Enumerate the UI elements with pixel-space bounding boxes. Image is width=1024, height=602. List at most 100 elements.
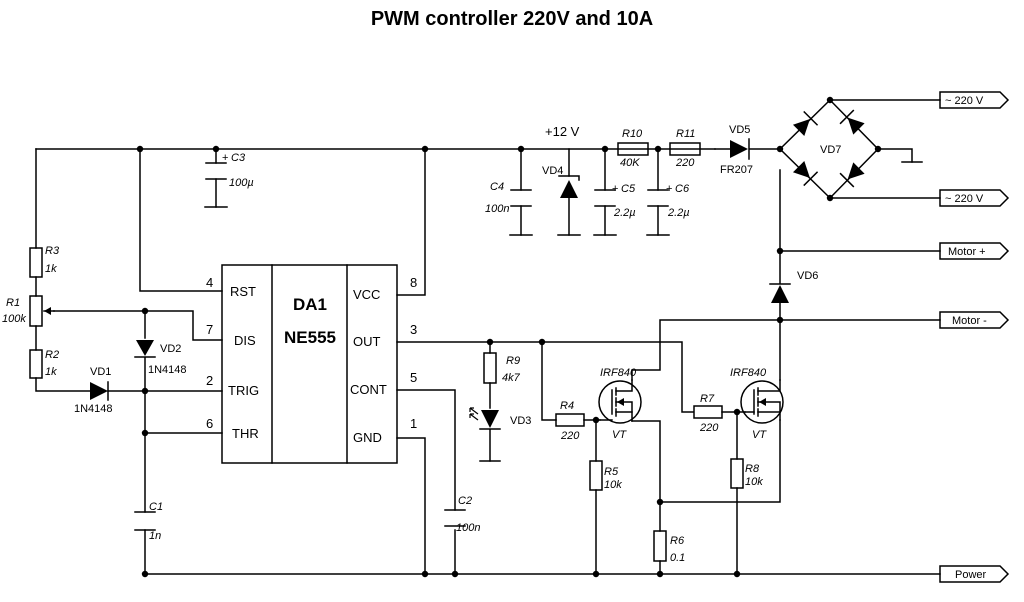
svg-text:FR207: FR207 bbox=[720, 164, 753, 176]
capacitor-c5: + C5 2.2µ bbox=[594, 183, 636, 219]
svg-text:VD4: VD4 bbox=[542, 165, 563, 177]
svg-text:10k: 10k bbox=[604, 479, 622, 491]
svg-text:220: 220 bbox=[699, 422, 719, 434]
pin-name-out: OUT bbox=[353, 334, 381, 349]
pin-num-5: 5 bbox=[410, 370, 417, 385]
capacitor-c2: C2 100n bbox=[444, 495, 480, 534]
capacitor-c1: C1 1n bbox=[134, 501, 163, 542]
svg-text:~ 220 V: ~ 220 V bbox=[945, 95, 984, 107]
pin-name-thr: THR bbox=[232, 426, 259, 441]
capacitor-c3: + C3 100µ bbox=[205, 152, 254, 189]
ic-name: DA1 bbox=[293, 295, 327, 314]
pin-num-1: 1 bbox=[410, 416, 417, 431]
capacitor-c4: C4 100n bbox=[485, 181, 532, 215]
capacitor-c6: + C6 2.2µ bbox=[647, 183, 690, 219]
resistor-r9: R9 4k7 bbox=[483, 352, 521, 384]
svg-text:R4: R4 bbox=[560, 400, 574, 412]
svg-text:R3: R3 bbox=[45, 245, 60, 257]
svg-text:1N4148: 1N4148 bbox=[148, 364, 187, 376]
resistor-r3: R3 1k bbox=[29, 245, 60, 278]
pin-num-8: 8 bbox=[410, 275, 417, 290]
svg-text:VD1: VD1 bbox=[90, 366, 111, 378]
zener-vd4: VD4 bbox=[542, 165, 580, 198]
diode-vd6: VD6 bbox=[769, 270, 818, 303]
connector-ac2: ~ 220 V bbox=[939, 189, 1010, 207]
svg-text:1k: 1k bbox=[45, 366, 57, 378]
svg-text:C6: C6 bbox=[675, 183, 690, 195]
resistor-r8: R8 10k bbox=[730, 458, 763, 489]
svg-text:R8: R8 bbox=[745, 463, 760, 475]
svg-text:VT: VT bbox=[752, 429, 767, 441]
svg-text:1n: 1n bbox=[149, 530, 161, 542]
svg-text:R10: R10 bbox=[622, 128, 643, 140]
pin-name-dis: DIS bbox=[234, 333, 256, 348]
svg-text:~ 220 V: ~ 220 V bbox=[945, 193, 984, 205]
resistor-r2: R2 1k bbox=[29, 349, 59, 379]
connector-power: Power bbox=[939, 565, 1010, 583]
svg-text:+: + bbox=[612, 183, 618, 195]
svg-text:R11: R11 bbox=[676, 128, 695, 140]
svg-text:VT: VT bbox=[612, 429, 627, 441]
connector-ac1: ~ 220 V bbox=[939, 91, 1010, 109]
svg-text:Power: Power bbox=[955, 569, 987, 581]
diagram-title: PWM controller 220V and 10A bbox=[371, 8, 653, 30]
connector-motor-minus: Motor - bbox=[939, 311, 1010, 329]
resistor-r5: R5 10k bbox=[589, 460, 622, 491]
pin-name-rst: RST bbox=[230, 284, 256, 299]
svg-text:VD7: VD7 bbox=[820, 144, 841, 156]
svg-text:+: + bbox=[666, 183, 672, 195]
svg-text:100µ: 100µ bbox=[229, 177, 254, 189]
resistor-r7: R7 220 bbox=[693, 393, 723, 434]
potentiometer-r1: R1 100k bbox=[2, 295, 55, 327]
ic-da1: DA1 NE555 RST DIS TRIG THR VCC OUT CONT … bbox=[206, 264, 417, 464]
svg-text:R2: R2 bbox=[45, 349, 59, 361]
pin-name-trig: TRIG bbox=[228, 383, 259, 398]
pin-num-2: 2 bbox=[206, 373, 213, 388]
svg-text:VD3: VD3 bbox=[510, 415, 531, 427]
svg-text:4k7: 4k7 bbox=[502, 372, 521, 384]
diode-vd1: VD1 1N4148 bbox=[74, 366, 113, 415]
svg-text:C5: C5 bbox=[621, 183, 636, 195]
supply-label: +12 V bbox=[545, 124, 580, 139]
svg-text:IRF840: IRF840 bbox=[600, 367, 637, 379]
svg-text:2.2µ: 2.2µ bbox=[667, 207, 690, 219]
svg-text:R5: R5 bbox=[604, 466, 619, 478]
resistor-r11: R11 220 bbox=[669, 128, 701, 169]
svg-text:C4: C4 bbox=[490, 181, 504, 193]
svg-text:40K: 40K bbox=[620, 157, 640, 169]
diode-vd2: VD2 1N4148 bbox=[134, 340, 187, 376]
svg-text:C2: C2 bbox=[458, 495, 472, 507]
pin-name-cont: CONT bbox=[350, 382, 387, 397]
mosfet-q2: IRF840 VT bbox=[730, 367, 784, 441]
svg-text:2.2µ: 2.2µ bbox=[613, 207, 636, 219]
svg-text:R1: R1 bbox=[6, 297, 20, 309]
svg-text:VD6: VD6 bbox=[797, 270, 818, 282]
svg-text:1k: 1k bbox=[45, 263, 57, 275]
svg-text:220: 220 bbox=[560, 430, 580, 442]
svg-text:Motor +: Motor + bbox=[948, 246, 986, 258]
svg-text:C3: C3 bbox=[231, 152, 246, 164]
svg-text:Motor -: Motor - bbox=[952, 315, 987, 327]
pin-num-7: 7 bbox=[206, 322, 213, 337]
pin-name-vcc: VCC bbox=[353, 287, 380, 302]
svg-text:VD2: VD2 bbox=[160, 343, 181, 355]
pin-num-4: 4 bbox=[206, 275, 213, 290]
resistor-r4: R4 220 bbox=[555, 400, 585, 442]
led-vd3: VD3 bbox=[469, 407, 531, 430]
connector-motor-plus: Motor + bbox=[939, 242, 1010, 260]
svg-text:R9: R9 bbox=[506, 355, 520, 367]
mosfet-q1: IRF840 VT bbox=[598, 367, 642, 441]
svg-text:10k: 10k bbox=[745, 476, 763, 488]
bridge-rectifier-vd7: VD7 bbox=[778, 98, 880, 200]
svg-text:R7: R7 bbox=[700, 393, 715, 405]
svg-text:+: + bbox=[222, 152, 228, 164]
pin-num-6: 6 bbox=[206, 416, 213, 431]
ic-part: NE555 bbox=[284, 328, 336, 347]
resistor-r10: R10 40K bbox=[617, 128, 649, 169]
svg-text:100n: 100n bbox=[485, 203, 509, 215]
svg-text:VD5: VD5 bbox=[729, 124, 750, 136]
svg-text:IRF840: IRF840 bbox=[730, 367, 767, 379]
wires bbox=[35, 99, 941, 575]
pin-num-3: 3 bbox=[410, 322, 417, 337]
